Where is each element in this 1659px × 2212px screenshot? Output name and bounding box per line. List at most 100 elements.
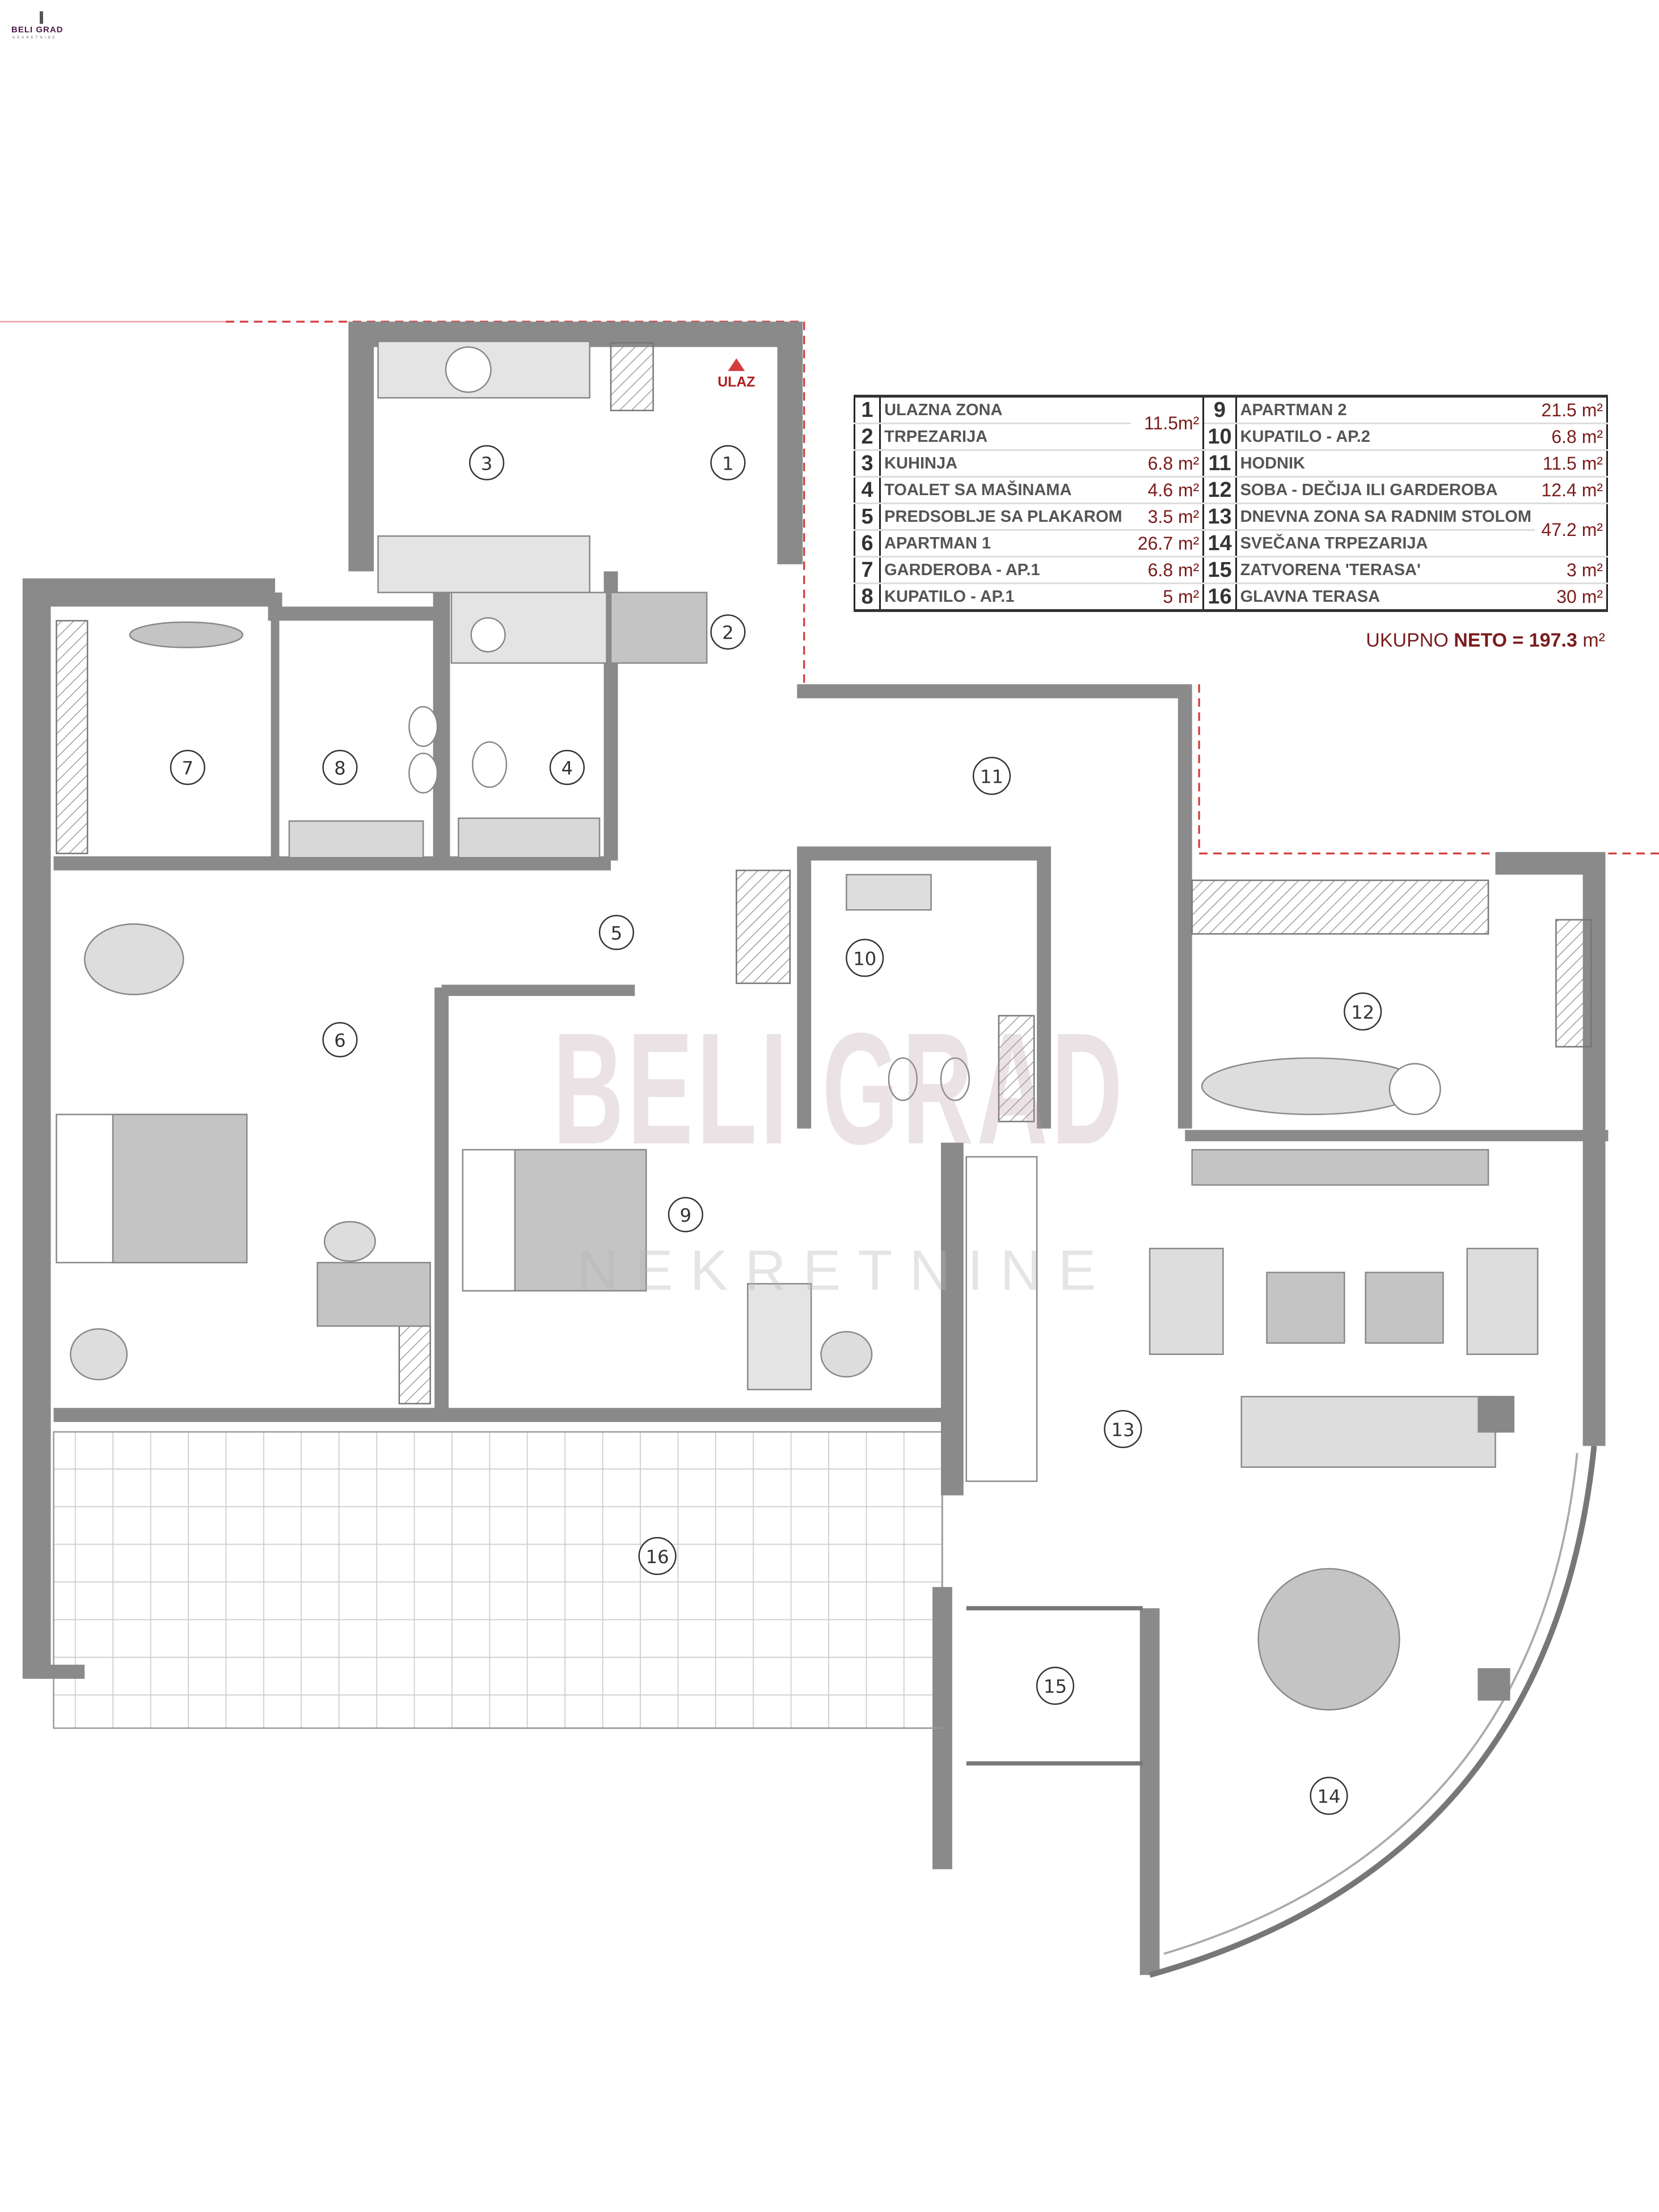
room-area: 12.4 m²	[1535, 476, 1608, 504]
room-area: 3 m²	[1535, 556, 1608, 584]
room-label-16: 16	[638, 1536, 677, 1576]
room-label-10: 10	[846, 939, 884, 977]
room-number: 2	[853, 423, 881, 451]
room-name: KUPATILO - AP.2	[1236, 423, 1535, 451]
total-unit: m²	[1582, 630, 1605, 651]
room-name: APARTMAN 2	[1236, 396, 1535, 424]
room-label-13: 13	[1104, 1410, 1142, 1449]
room-area: 11.5 m²	[1535, 450, 1608, 478]
terrace-16-floor	[53, 1432, 943, 1728]
room-label-14: 14	[1310, 1776, 1348, 1815]
room-label-1: 1	[710, 445, 746, 480]
room-area: 6.8 m²	[1535, 423, 1608, 451]
svg-text:6: 6	[334, 1030, 346, 1052]
room-area: 11.5m²	[1131, 396, 1205, 451]
svg-text:5: 5	[611, 923, 623, 944]
room-label-8: 8	[322, 749, 358, 786]
room-area: 5 m²	[1131, 583, 1205, 611]
brand-logo: BELI GRAD NEKRETNINE	[11, 11, 64, 45]
room-area: 6.8 m²	[1131, 450, 1205, 478]
room-name: KUHINJA	[880, 450, 1132, 478]
room-area: 26.7 m²	[1131, 530, 1205, 558]
room-number: 6	[853, 530, 881, 558]
room-label-7: 7	[170, 749, 205, 786]
svg-text:15: 15	[1044, 1676, 1067, 1698]
room-number: 4	[853, 476, 881, 504]
room-area: 6.8 m²	[1131, 556, 1205, 584]
room-area: 4.6 m²	[1131, 476, 1205, 504]
room-label-11: 11	[972, 757, 1011, 795]
room-name: DNEVNA ZONA SA RADNIM STOLOM	[1236, 503, 1535, 531]
room-name: APARTMAN 1	[880, 530, 1132, 558]
room-number: 5	[853, 503, 881, 531]
room-number: 7	[853, 556, 881, 584]
room-area: 3.5 m²	[1131, 503, 1205, 531]
room-name: ZATVORENA 'TERASA'	[1236, 556, 1535, 584]
room-area: 47.2 m²	[1535, 503, 1608, 558]
room-number: 8	[853, 583, 881, 611]
room-name: SOBA - DEČIJA ILI GARDEROBA	[1236, 476, 1535, 504]
room-number: 13	[1202, 503, 1237, 531]
curved-window-wall	[1149, 1445, 1597, 1978]
property-boundary	[225, 320, 1659, 855]
room-number: 1	[853, 396, 881, 424]
total-net-area: UKUPNO NETO = 197.3 m²	[1248, 630, 1605, 652]
furniture	[56, 340, 1539, 1711]
room-name: PREDSOBLJE SA PLAKAROM	[880, 503, 1132, 531]
total-value: NETO = 197.3	[1454, 630, 1577, 651]
room-label-2: 2	[710, 614, 746, 650]
room-name: GARDEROBA - AP.1	[880, 556, 1132, 584]
watermark-brand: BELI GRAD	[552, 1001, 1126, 1177]
room-label-3: 3	[469, 445, 505, 480]
room-name: GLAVNA TERASA	[1236, 583, 1535, 611]
room-name: SVEČANA TRPEZARIJA	[1236, 530, 1535, 558]
svg-text:8: 8	[334, 757, 346, 779]
room-area: 21.5 m²	[1535, 396, 1608, 424]
statue-icon	[40, 11, 43, 24]
curved-window-inner	[1163, 1453, 1578, 1955]
room-number: 15	[1202, 556, 1237, 584]
room-name: TOALET SA MAŠINAMA	[880, 476, 1132, 504]
svg-text:3: 3	[481, 453, 493, 474]
room-name: KUPATILO - AP.1	[880, 583, 1132, 611]
entrance-arrow-icon	[728, 358, 745, 372]
room-area: 30 m²	[1535, 583, 1608, 611]
svg-text:10: 10	[853, 948, 876, 969]
wardrobes	[56, 342, 1592, 1405]
room-labels: 1 2 3 4 5 6 7 8 9 10 11 12 13 14 15 16	[170, 445, 1382, 1815]
room-label-5: 5	[598, 914, 635, 951]
room-label-15: 15	[1036, 1666, 1075, 1705]
logo-brand: BELI GRAD	[11, 25, 64, 35]
room-name: TRPEZARIJA	[880, 423, 1132, 451]
room-number: 3	[853, 450, 881, 478]
room-name: HODNIK	[1236, 450, 1535, 478]
svg-text:16: 16	[645, 1546, 669, 1568]
walls	[22, 322, 1609, 1975]
room-label-9: 9	[668, 1197, 703, 1232]
svg-text:9: 9	[680, 1205, 692, 1226]
svg-text:1: 1	[722, 453, 734, 474]
room-label-12: 12	[1344, 992, 1382, 1031]
room-number: 11	[1202, 450, 1237, 478]
total-prefix: UKUPNO	[1366, 630, 1449, 651]
room-label-6: 6	[322, 1022, 358, 1058]
svg-text:13: 13	[1111, 1419, 1134, 1441]
svg-text:11: 11	[980, 766, 1003, 787]
entrance-label: ULAZ	[717, 374, 755, 390]
room-number: 14	[1202, 530, 1237, 558]
svg-text:2: 2	[722, 622, 734, 644]
svg-text:12: 12	[1351, 1002, 1374, 1023]
room-number: 16	[1202, 583, 1237, 611]
room-number: 10	[1202, 423, 1237, 451]
svg-text:14: 14	[1317, 1786, 1340, 1808]
